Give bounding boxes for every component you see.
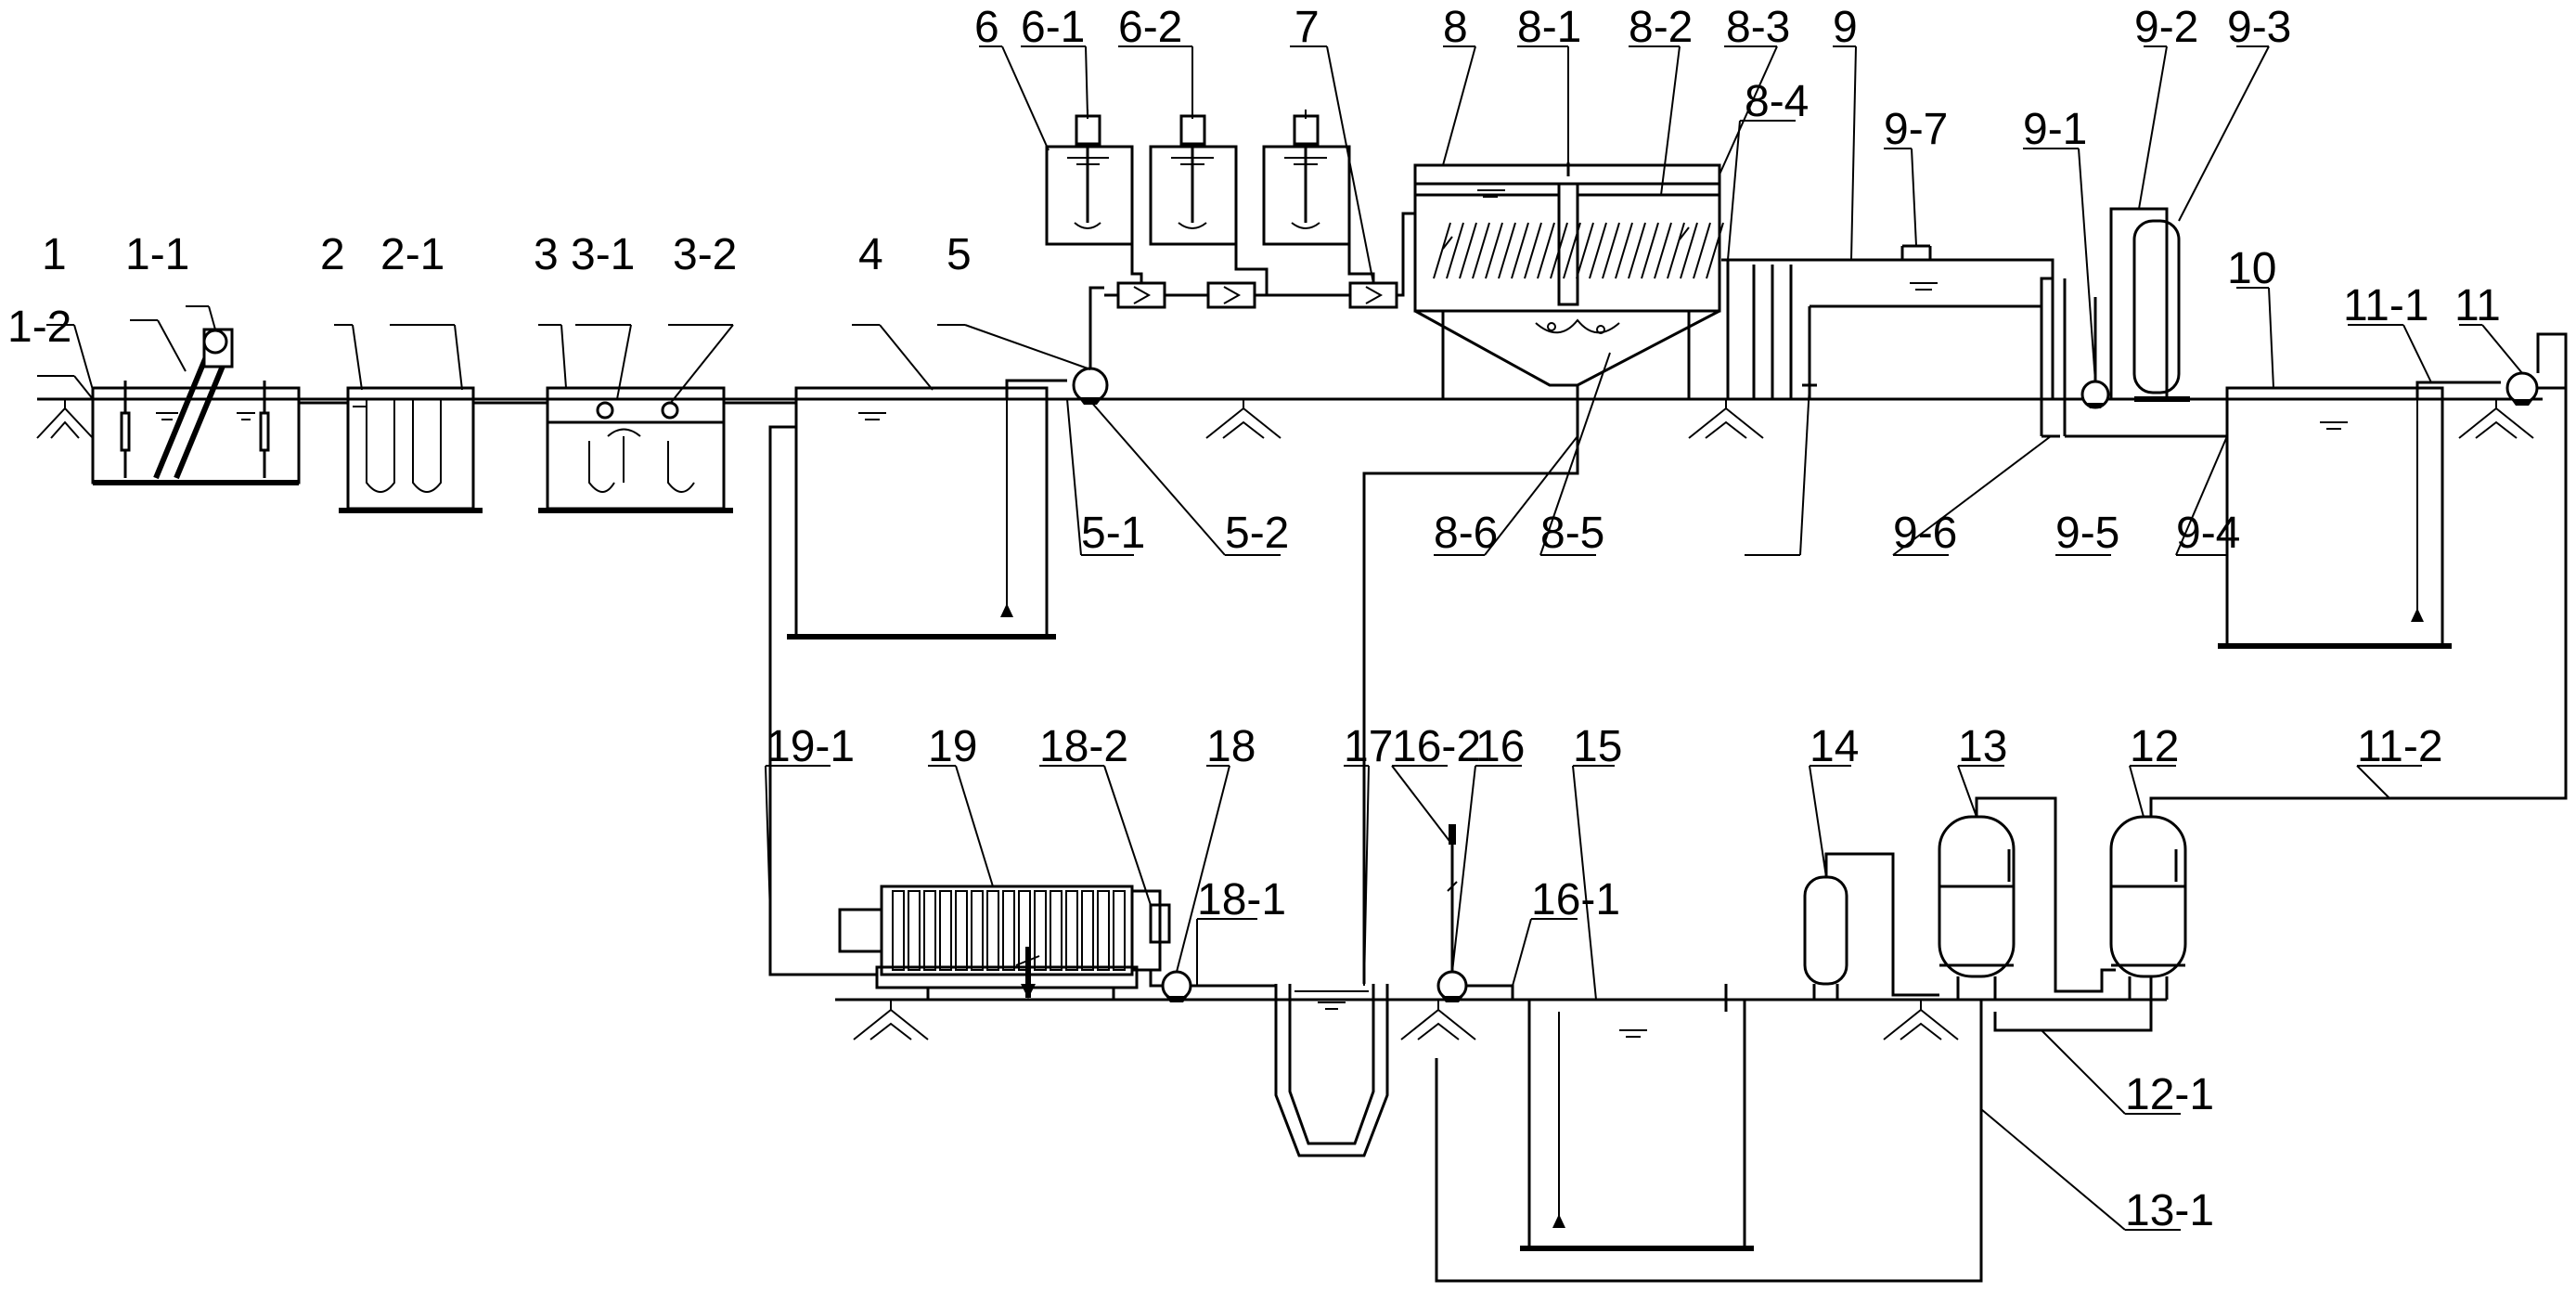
label-8-2: 8-2 [1629, 3, 1693, 52]
filter-interconnect-pipes [1975, 796, 2153, 1032]
label-11: 11 [2454, 281, 2501, 330]
label-8-5: 8-5 [1540, 509, 1604, 558]
label-8-3: 8-3 [1726, 3, 1790, 52]
reuse-pump [1436, 824, 1514, 1002]
label-5-2: 5-2 [1225, 509, 1289, 558]
label-9-3: 9-3 [2227, 3, 2291, 52]
label-13: 13 [1958, 722, 2007, 771]
label-7: 7 [1294, 3, 1320, 52]
label-4: 4 [858, 230, 883, 279]
small-buffer-vessel [1803, 852, 1939, 1000]
label-11-1: 11-1 [2343, 281, 2429, 330]
label-3-1: 3-1 [571, 230, 635, 279]
label-9: 9 [1833, 3, 1858, 52]
label-16: 16 [1475, 722, 1525, 771]
label-9-6: 9-6 [1893, 509, 1957, 558]
label-9-2: 9-2 [2134, 3, 2198, 52]
label-9-5: 9-5 [2055, 509, 2119, 558]
component-labels: 1-2 1 1-1 2 2-1 3 3-1 3-2 4 5 5-1 5-2 6 … [7, 3, 2501, 1235]
label-5-1: 5-1 [1081, 509, 1145, 558]
pipe-19-1 [768, 425, 877, 976]
rake-screen [153, 328, 234, 480]
label-18-2: 18-2 [1039, 722, 1128, 771]
label-9-7: 9-7 [1884, 105, 1948, 154]
label-8: 8 [1443, 3, 1468, 52]
lift-pump [1005, 286, 1109, 405]
screen-tank [91, 381, 301, 485]
reaction-tank [538, 386, 733, 513]
label-16-2: 16-2 [1392, 722, 1481, 771]
label-3: 3 [534, 230, 559, 279]
label-6-1: 6-1 [1021, 3, 1085, 52]
label-18: 18 [1206, 722, 1256, 771]
label-16-1: 16-1 [1531, 875, 1620, 924]
label-1-1: 1-1 [125, 230, 189, 279]
filter-backwash-pump [2080, 297, 2110, 409]
press-plates [892, 890, 1126, 971]
label-5: 5 [947, 230, 972, 279]
label-1-2: 1-2 [7, 303, 71, 352]
reuse-water-tank [1520, 984, 1754, 1251]
pipe-13-1 [1435, 1000, 1983, 1283]
pressure-pump [2415, 332, 2568, 406]
filter-press [838, 885, 1171, 1000]
label-11-2: 11-2 [2357, 722, 2443, 771]
buffer-tank [787, 386, 1056, 640]
ground-symbols [36, 399, 2534, 1040]
label-8-1: 8-1 [1517, 3, 1581, 52]
clear-water-tank [2218, 386, 2452, 649]
label-9-4: 9-4 [2176, 509, 2240, 558]
leader-lines [37, 45, 2523, 1231]
inclined-plates [1433, 222, 1724, 279]
label-6: 6 [974, 3, 999, 52]
adjustment-tank [339, 386, 483, 513]
label-9-1: 9-1 [2023, 105, 2087, 154]
label-1: 1 [42, 230, 67, 279]
label-8-4: 8-4 [1745, 77, 1809, 126]
label-18-1: 18-1 [1197, 875, 1286, 924]
label-2-1: 2-1 [380, 230, 444, 279]
label-6-2: 6-2 [1118, 3, 1182, 52]
label-10: 10 [2227, 244, 2276, 293]
label-17: 17 [1344, 722, 1393, 771]
label-15: 15 [1573, 722, 1622, 771]
label-12: 12 [2130, 722, 2179, 771]
label-12-1: 12-1 [2125, 1070, 2214, 1119]
pressure-filter-12 [2109, 815, 2187, 1000]
label-2: 2 [320, 230, 345, 279]
ground-lines [37, 397, 2543, 1001]
label-14: 14 [1810, 722, 1859, 771]
pipe-11-2 [2149, 388, 2568, 817]
pressure-filter-13 [1938, 815, 2016, 1000]
backwash-tank [2109, 207, 2190, 402]
label-19: 19 [928, 722, 977, 771]
label-3-2: 3-2 [673, 230, 737, 279]
filter-unit [1721, 244, 2227, 438]
sludge-tank [1274, 984, 1389, 1157]
sedimentation-tank [1413, 162, 1721, 436]
label-19-1: 19-1 [766, 722, 855, 771]
label-13-1: 13-1 [2125, 1186, 2214, 1235]
label-8-6: 8-6 [1434, 509, 1498, 558]
pipe-mixers [1104, 212, 1415, 309]
dosing-tanks [1045, 110, 1351, 246]
